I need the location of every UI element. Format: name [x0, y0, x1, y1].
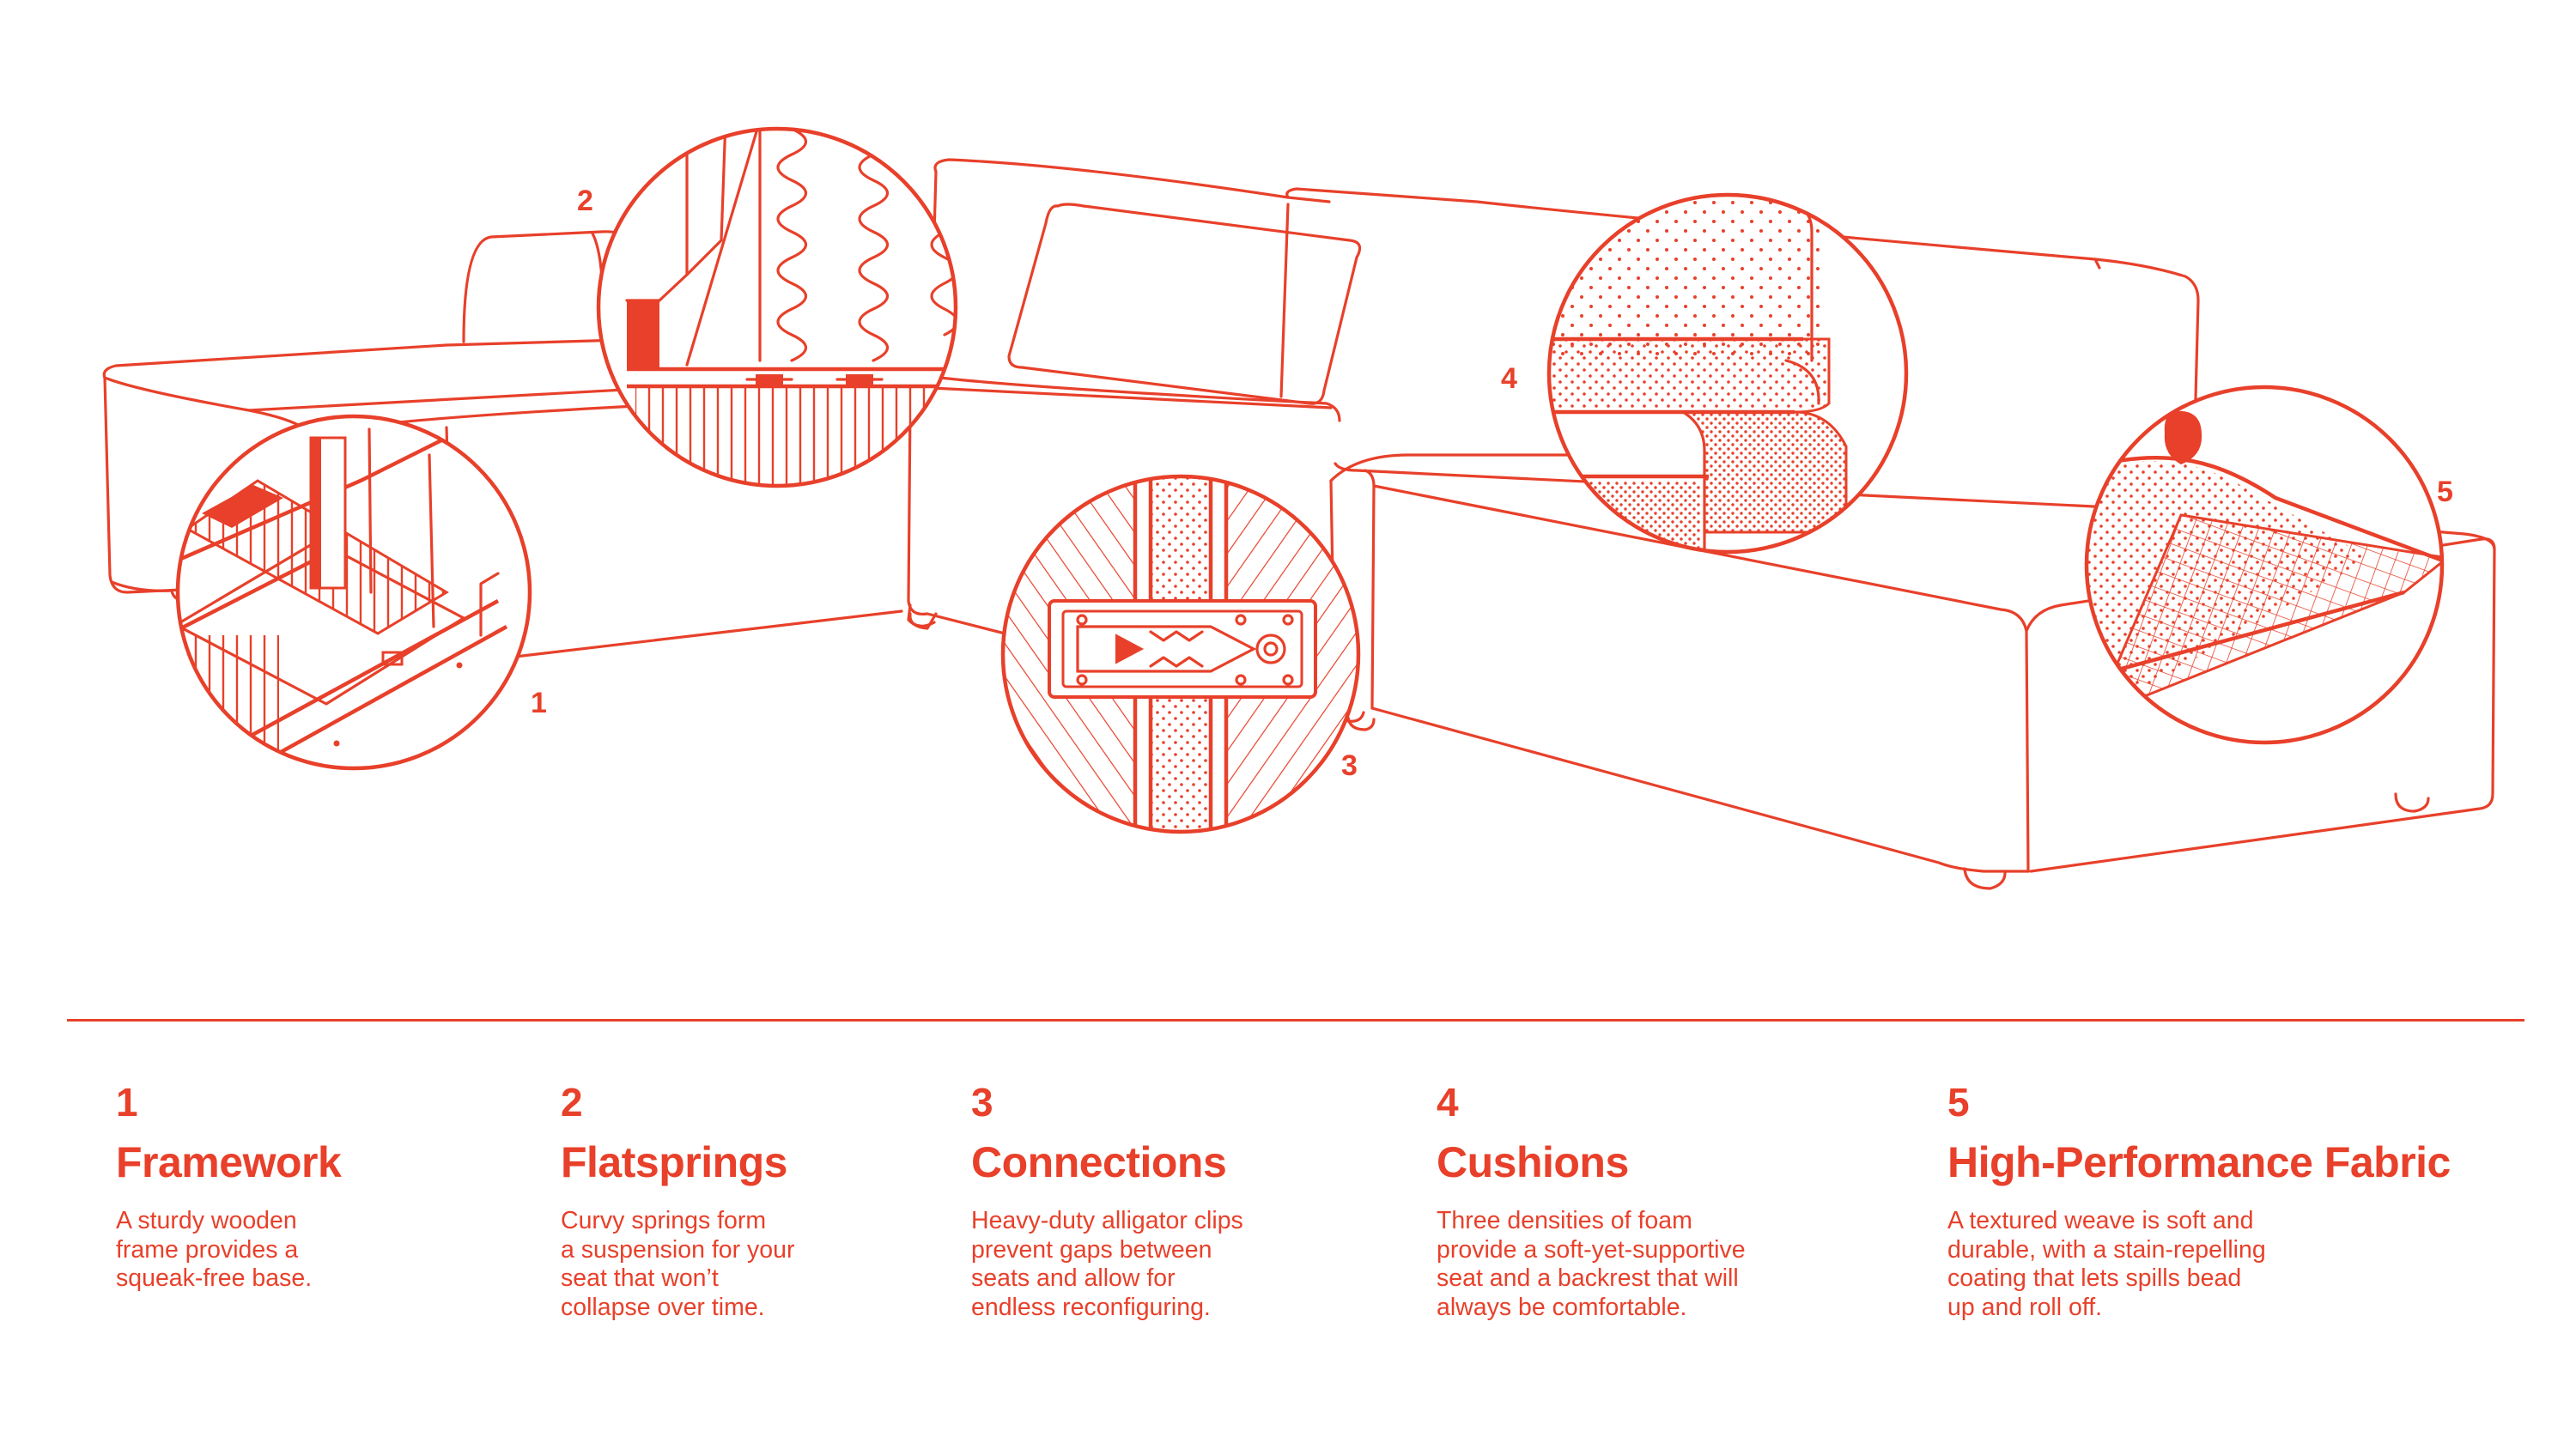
feature-number: 2	[561, 1080, 583, 1125]
feature-number: 3	[971, 1080, 993, 1125]
feature-cushions: 4 Cushions Three densities of foam provi…	[1437, 1080, 1746, 1322]
callout-1: 1	[531, 687, 547, 719]
feature-description: Three densities of foam provide a soft-y…	[1437, 1207, 1746, 1321]
cushions-detail-circle	[1546, 192, 1909, 555]
feature-title: High-Performance Fabric	[1947, 1138, 2451, 1186]
callout-4: 4	[1501, 362, 1517, 395]
feature-title: Connections	[971, 1138, 1227, 1186]
fabric-detail-circle	[2084, 385, 2445, 745]
feature-description: A sturdy wooden frame provides a squeak-…	[116, 1207, 313, 1292]
feature-number: 1	[116, 1080, 138, 1125]
feature-connections: 3 Connections Heavy-duty alligator clips…	[971, 1080, 1243, 1322]
feature-description: Curvy springs form a suspension for your…	[561, 1207, 795, 1321]
feature-fabric: 5 High-Performance Fabric A textured wea…	[1947, 1080, 2451, 1322]
feature-number: 4	[1437, 1080, 1459, 1125]
callout-2: 2	[577, 185, 593, 217]
sofa-illustration: 1 2 3 4 5	[102, 126, 2496, 890]
feature-framework: 1 Framework A sturdy wooden frame provid…	[116, 1080, 342, 1294]
feature-title: Framework	[116, 1138, 342, 1186]
feature-description: A textured weave is soft and durable, wi…	[1947, 1207, 2266, 1321]
callout-5: 5	[2437, 476, 2453, 508]
feature-flatsprings: 2 Flatsprings Curvy springs form a suspe…	[561, 1080, 795, 1322]
connections-detail-circle	[1000, 474, 1361, 834]
section-divider	[67, 1019, 2524, 1022]
feature-title: Cushions	[1437, 1138, 1629, 1186]
framework-detail-circle	[175, 414, 532, 771]
feature-title: Flatsprings	[561, 1138, 787, 1186]
callout-3: 3	[1341, 749, 1358, 782]
feature-number: 5	[1947, 1080, 1970, 1125]
feature-description: Heavy-duty alligator clips prevent gaps …	[971, 1207, 1243, 1321]
flatsprings-detail-circle	[596, 126, 958, 488]
